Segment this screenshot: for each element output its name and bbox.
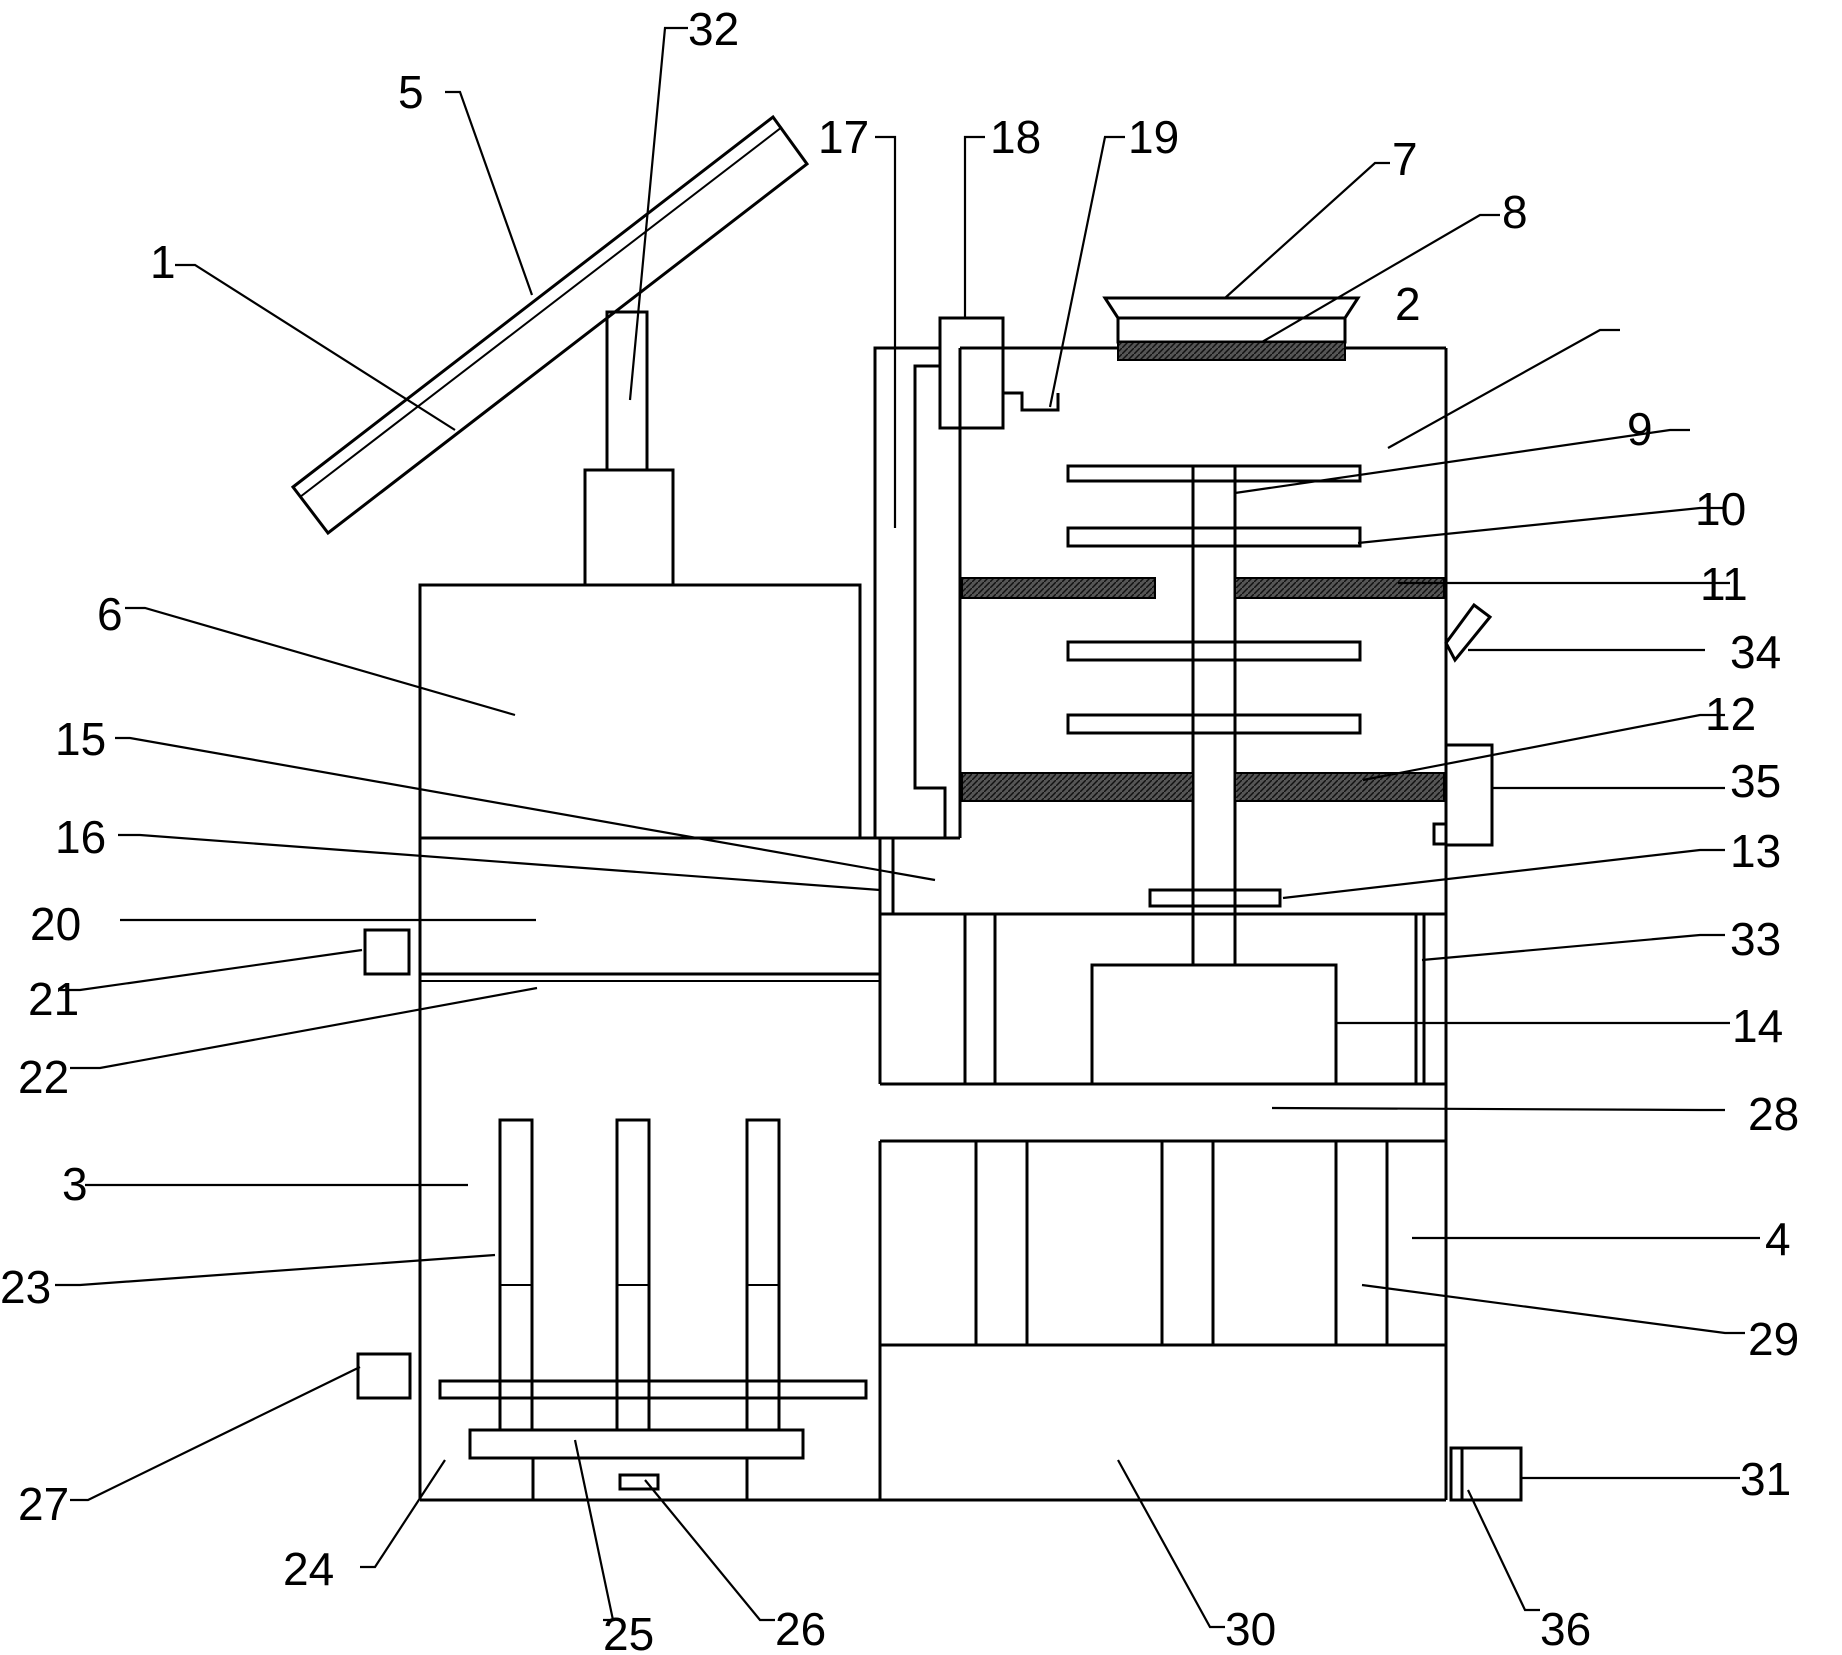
outlet-35-tab [1432, 822, 1448, 846]
callout-10: 10 [1695, 483, 1746, 535]
callout-14: 14 [1732, 1000, 1783, 1052]
callout-29: 29 [1748, 1313, 1799, 1365]
callout-3: 3 [62, 1158, 88, 1210]
callout-15: 15 [55, 713, 106, 765]
blade-2 [1066, 526, 1362, 548]
callout-12: 12 [1705, 688, 1756, 740]
side-valve-27 [356, 1352, 412, 1400]
side-valve-21 [363, 928, 411, 976]
callout-4: 4 [1765, 1213, 1791, 1265]
hopper-neck [1116, 316, 1347, 344]
solar-panel [290, 114, 810, 536]
filter-screen-12-right [1234, 772, 1445, 802]
callout-2: 2 [1395, 278, 1421, 330]
callout-26: 26 [775, 1603, 826, 1655]
callout-33: 33 [1730, 913, 1781, 965]
blade-1 [1066, 464, 1362, 483]
callout-36: 36 [1540, 1603, 1591, 1655]
main-housing [420, 346, 1448, 1502]
blade-3 [1066, 640, 1362, 662]
callout-5: 5 [398, 66, 424, 118]
callout-13: 13 [1730, 825, 1781, 877]
pump-18 [938, 316, 1005, 430]
filter-screen-11-right [1234, 577, 1445, 599]
outlet-34 [1444, 602, 1493, 663]
tray-25 [468, 1428, 805, 1460]
callout-8: 8 [1502, 186, 1528, 238]
pole-base [583, 468, 675, 587]
callout-28: 28 [1748, 1088, 1799, 1140]
pipe-17 [873, 346, 960, 840]
callout-22: 22 [18, 1051, 69, 1103]
bearing-13 [1148, 888, 1282, 908]
partition-plates [974, 1141, 1389, 1345]
heating-tubes [498, 1118, 781, 1432]
outlet-31 [1449, 1446, 1523, 1502]
rail-27 [438, 1379, 868, 1400]
callout-9: 9 [1627, 403, 1653, 455]
callout-16: 16 [55, 811, 106, 863]
callout-18: 18 [990, 111, 1041, 163]
blade-4 [1066, 713, 1362, 735]
filter-screen-11 [961, 577, 1156, 599]
valve-19 [1003, 391, 1060, 412]
callout-24: 24 [283, 1543, 334, 1595]
callout-1: 1 [150, 236, 176, 288]
leader-lines [55, 26, 1760, 1629]
hopper-filter [1117, 341, 1346, 361]
filter-screen-12 [961, 772, 1194, 802]
callout-17: 17 [818, 111, 869, 163]
callout-21: 21 [28, 973, 79, 1025]
callout-20: 20 [30, 898, 81, 950]
callout-32: 32 [688, 3, 739, 55]
callout-6: 6 [97, 588, 123, 640]
callout-11: 11 [1700, 558, 1748, 610]
support-legs [963, 914, 1426, 1084]
callout-23: 23 [0, 1261, 51, 1313]
callout-7: 7 [1392, 133, 1418, 185]
outlet-35 [1444, 743, 1494, 847]
callout-35: 35 [1730, 755, 1781, 807]
callout-30: 30 [1225, 1603, 1276, 1655]
motor-14 [1090, 963, 1338, 1086]
callout-27: 27 [18, 1478, 69, 1530]
support-pole [605, 310, 649, 472]
callout-31: 31 [1740, 1453, 1791, 1505]
callout-19: 19 [1128, 111, 1179, 163]
left-chamber [418, 836, 880, 1500]
callout-34: 34 [1730, 626, 1781, 678]
callout-25: 25 [603, 1608, 654, 1655]
sensor-26 [618, 1473, 660, 1491]
